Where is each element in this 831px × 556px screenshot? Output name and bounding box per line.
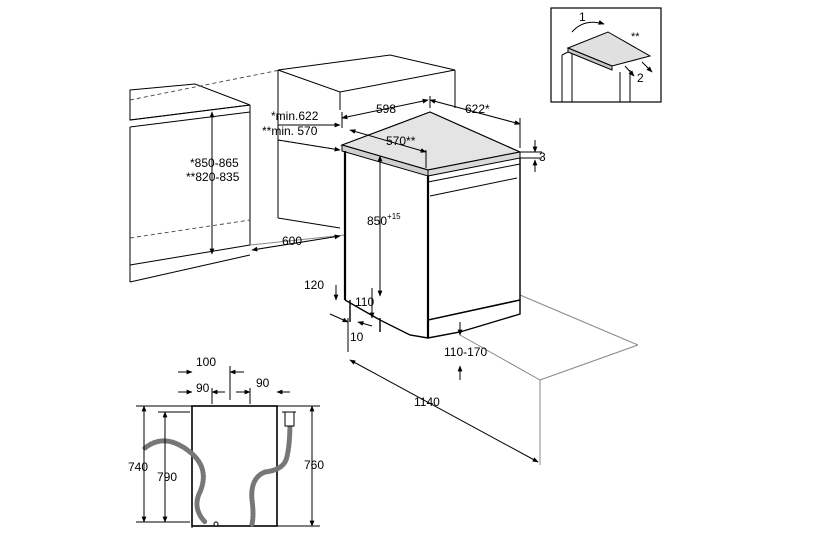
label-740: 740 [128, 460, 148, 474]
label-90-left: 90 [196, 381, 210, 395]
label-622-star: 622* [465, 102, 490, 116]
label-600: 600 [282, 234, 302, 248]
label-100: 100 [196, 355, 216, 369]
left-cabinet [129, 69, 281, 283]
label-850-value: 850 [367, 214, 387, 228]
label-850-865: *850-865 [190, 156, 239, 170]
label-110-170: 110-170 [444, 345, 487, 359]
inset-step-2: 2 [637, 71, 644, 85]
label-850-tolerance: +15 [387, 212, 401, 221]
door-opening-inset [550, 7, 662, 103]
label-598: 598 [376, 102, 396, 116]
label-3: 3 [539, 150, 546, 164]
label-90-right: 90 [256, 376, 270, 390]
label-850: 850+15 [367, 212, 401, 228]
dimension-lines [209, 96, 542, 463]
inset-step-1: 1 [579, 10, 586, 24]
inset-marker: ** [631, 31, 640, 43]
label-110: 110 [355, 295, 374, 309]
label-790: 790 [157, 470, 177, 484]
label-10: 10 [350, 330, 364, 344]
label-760: 760 [304, 458, 324, 472]
label-570-double-star: 570** [386, 134, 416, 148]
label-min-570: **min. 570 [262, 124, 318, 138]
side-view [136, 366, 320, 528]
label-120: 120 [304, 278, 324, 292]
label-min-622: *min.622 [271, 109, 319, 123]
label-820-835: **820-835 [186, 170, 240, 184]
label-1140: 1140 [414, 395, 440, 409]
